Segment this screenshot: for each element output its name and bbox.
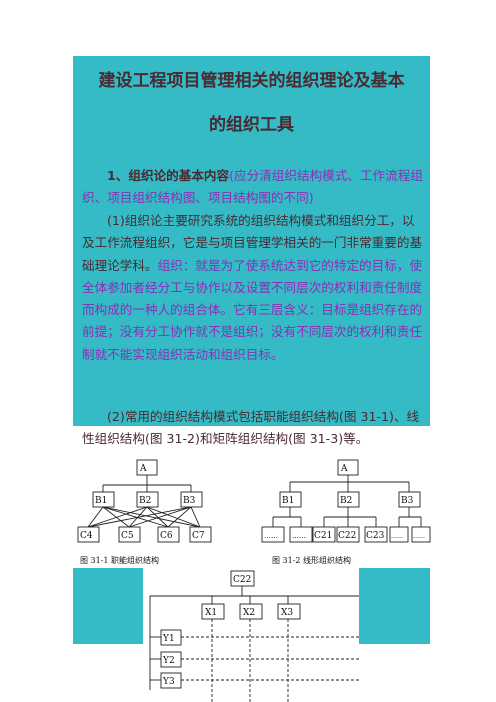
fig1-label-c5: C5 bbox=[121, 531, 134, 541]
fig2-label-c23: C23 bbox=[366, 531, 385, 541]
fig3-label-y3: Y3 bbox=[162, 677, 175, 687]
teal-side-panel-left bbox=[73, 568, 143, 644]
fig2-node-dots1 bbox=[261, 526, 285, 543]
fig1-label-c4: C4 bbox=[80, 531, 93, 541]
fig3-label-c22: C22 bbox=[233, 575, 251, 585]
fig2-label-dots4: …… bbox=[413, 533, 425, 540]
fig1-node-c5 bbox=[118, 526, 141, 543]
fig2-node-c21 bbox=[312, 526, 336, 543]
fig2-label-c22: C22 bbox=[338, 531, 356, 541]
fig1-label-a: A bbox=[139, 464, 147, 474]
fig1-label-b1: B1 bbox=[95, 496, 107, 506]
fig2-label-b1: B1 bbox=[282, 496, 294, 506]
fig1-node-c7 bbox=[189, 526, 212, 543]
fig2-label-c21: C21 bbox=[314, 531, 332, 541]
paragraph-definition: 组织：就是为了使系统达到它的特定的目标，使全体参加者经分工与协作以及设置不同层次… bbox=[82, 257, 423, 362]
page-title-line2: 的组织工具 bbox=[209, 115, 294, 135]
section-heading-text: 1、组织论的基本内容 bbox=[107, 168, 230, 183]
paragraph-organization-theory: (1)组织论主要研究系统的组织结构模式和组织分工，以及工作流程组织，它是与项目管… bbox=[82, 210, 424, 366]
figure-31-3 bbox=[149, 570, 360, 702]
fig3-node-x2 bbox=[239, 603, 263, 620]
teal-side-panel-right bbox=[359, 568, 430, 644]
fig2-label-b2: B2 bbox=[340, 496, 352, 506]
fig2-node-c23 bbox=[364, 526, 388, 543]
fig2-node-b1 bbox=[279, 491, 302, 508]
fig2-label-dots2: …… bbox=[292, 532, 306, 540]
section-heading: 1、组织论的基本内容(应分清组织结构模式、工作流程组织、项目组织结构图、项目结构… bbox=[82, 165, 424, 210]
page-title-line1: 建设工程项目管理相关的组织理论及基本 bbox=[98, 71, 405, 91]
fig2-label-dots1: …… bbox=[264, 532, 278, 540]
fig2-label-b3: B3 bbox=[401, 496, 414, 506]
fig2-label-dots3: …… bbox=[391, 533, 403, 540]
fig2-label-a: A bbox=[340, 464, 348, 474]
fig2-node-dots4 bbox=[411, 526, 431, 543]
teal-background bbox=[73, 56, 430, 426]
fig1-label-c7: C7 bbox=[192, 531, 205, 541]
fig2-caption: 图 31-2 线形组织结构 bbox=[272, 555, 351, 565]
fig1-node-b3 bbox=[180, 491, 203, 508]
paragraph-lead: (1)组织论主要研究系统的组织结构模式和组织分工，以及工作流程组织，它是与项目管… bbox=[82, 213, 423, 273]
fig3-label-x2: X2 bbox=[243, 608, 255, 618]
fig3-node-x1 bbox=[201, 603, 225, 620]
fig3-node-y1 bbox=[160, 629, 182, 646]
fig1-caption: 图 31-1 职能组织结构 bbox=[80, 555, 159, 565]
fig2-node-b2 bbox=[337, 491, 360, 508]
fig1-label-b2: B2 bbox=[139, 496, 151, 506]
fig2-node-dots2 bbox=[289, 526, 313, 543]
fig3-label-x1: X1 bbox=[205, 608, 217, 618]
figure-31-2 bbox=[261, 459, 431, 543]
fig2-node-dots3 bbox=[389, 526, 409, 543]
fig3-node-c22 bbox=[230, 570, 255, 587]
fig1-label-b3: B3 bbox=[183, 496, 196, 506]
figure-31-1 bbox=[77, 459, 212, 543]
section-heading-note: (应分清组织结构模式、工作流程组织、项目组织结构图、项目结构图的不同) bbox=[82, 168, 423, 206]
fig3-node-y3 bbox=[160, 672, 182, 689]
fig1-node-c4 bbox=[77, 526, 100, 543]
fig2-node-c22 bbox=[336, 526, 360, 543]
fig3-node-y2 bbox=[160, 651, 182, 668]
paragraph-structure-modes: (2)常用的组织结构模式包括职能组织结构(图 31-1)、线性组织结构(图 31… bbox=[82, 409, 420, 447]
fig3-label-y1: Y1 bbox=[162, 634, 175, 644]
fig3-node-x3 bbox=[277, 603, 301, 620]
fig1-node-c6 bbox=[157, 526, 180, 543]
fig2-node-b3 bbox=[398, 491, 421, 508]
fig3-label-y2: Y2 bbox=[162, 656, 175, 666]
fig3-label-x3: X3 bbox=[281, 608, 293, 618]
fig1-label-c6: C6 bbox=[160, 531, 173, 541]
